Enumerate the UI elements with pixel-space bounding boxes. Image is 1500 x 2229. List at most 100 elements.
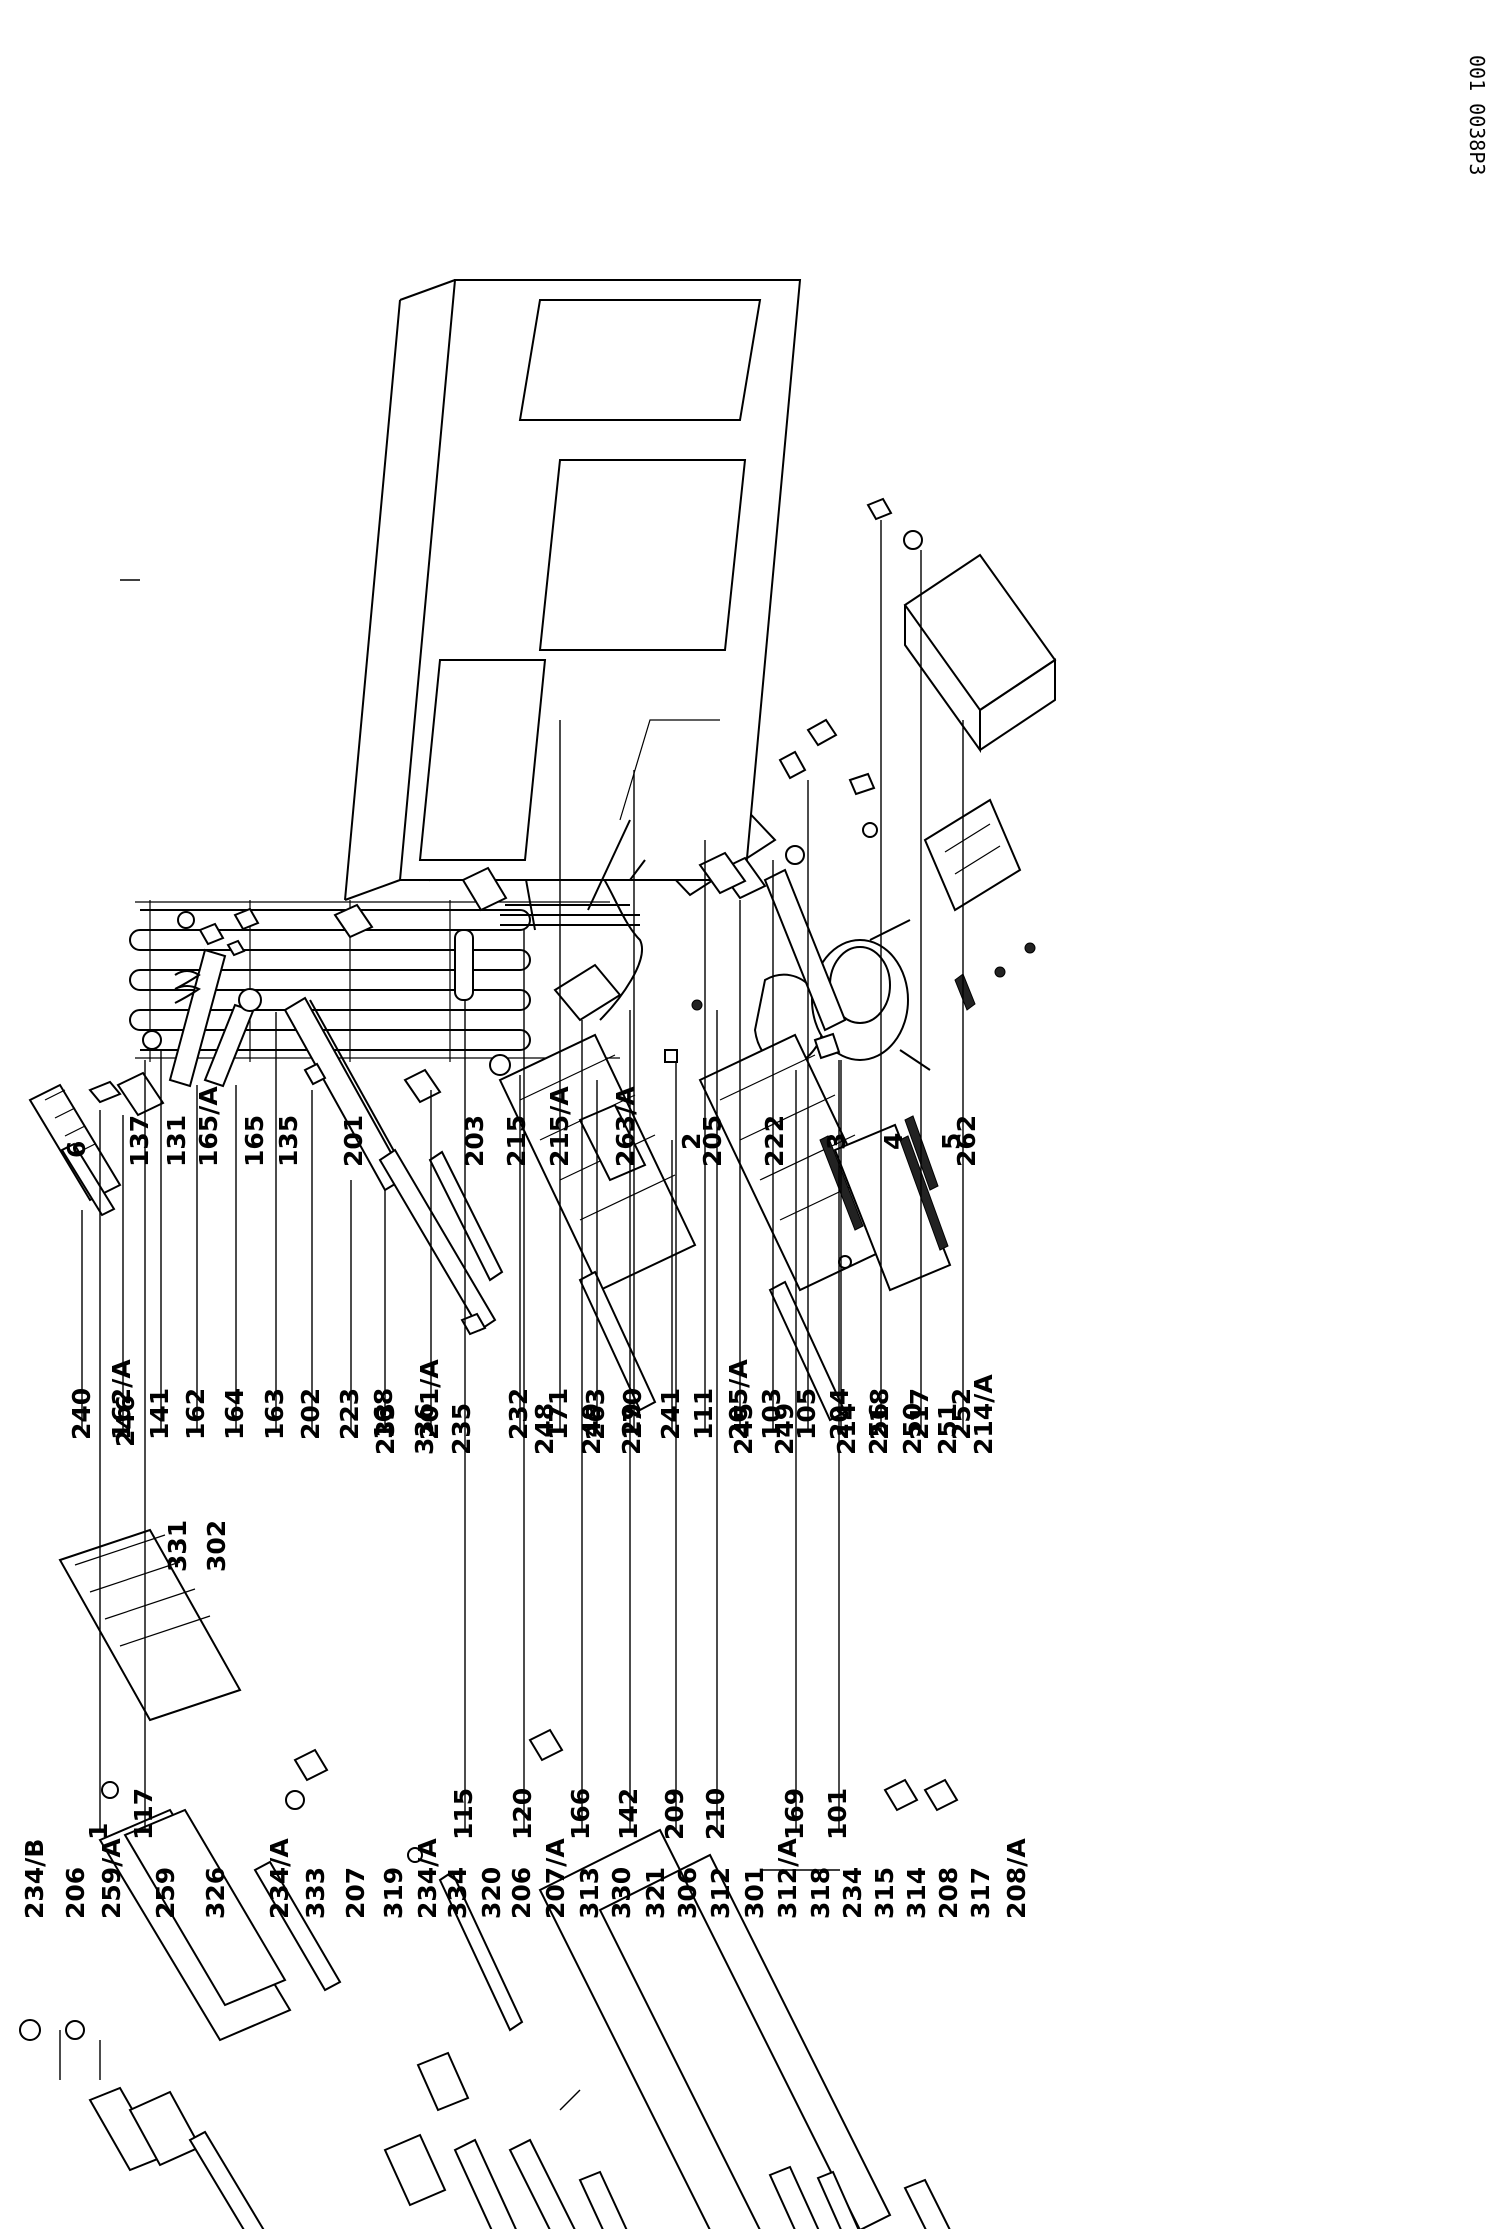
grid-229 <box>578 1103 647 1182</box>
part-263-A <box>629 859 646 881</box>
callout-c081: 207/A <box>541 1838 570 1919</box>
strip-333 <box>253 1860 342 1992</box>
callout-c092: 314 <box>902 1867 931 1919</box>
callout-c042: 165 <box>240 1115 269 1167</box>
callout-leader-lines <box>81 520 964 1830</box>
cabinet-body <box>344 279 802 901</box>
callout-c037: 252 <box>947 1388 976 1440</box>
door-liner-302 <box>123 1808 287 2007</box>
callout-c086: 312 <box>706 1867 735 1919</box>
callout-c040: 131 <box>162 1115 191 1167</box>
callout-c053: 331 <box>163 1520 192 1572</box>
callout-c038: 6 <box>62 1141 91 1158</box>
callout-c054: 302 <box>202 1520 231 1572</box>
callout-c046: 215 <box>502 1115 531 1167</box>
strip-334 <box>438 1870 524 2032</box>
callout-c082: 313 <box>575 1867 604 1919</box>
callout-c079: 320 <box>477 1867 506 1919</box>
callout-c080: 206 <box>507 1867 536 1919</box>
part-5 <box>862 822 878 838</box>
callout-c095: 208/A <box>1002 1838 1031 1919</box>
callout-c063: 214 <box>832 1403 861 1455</box>
callout-c061: 245 <box>729 1403 758 1455</box>
callout-c015: 164 <box>220 1388 249 1440</box>
callout-c090: 234 <box>838 1867 867 1919</box>
callout-c057: 235 <box>447 1403 476 1455</box>
callout-c033: 4 <box>879 1133 908 1150</box>
door-shelves-upper <box>88 2086 265 2229</box>
strip-222 <box>763 868 847 1032</box>
door-shelf-321-306 <box>578 2170 628 2229</box>
callout-c066: 251 <box>933 1403 962 1455</box>
callout-c064: 256 <box>864 1403 893 1455</box>
callout-c039: 137 <box>125 1115 154 1167</box>
part-234-A-b <box>407 1847 423 1863</box>
callout-c091: 315 <box>870 1867 899 1919</box>
part-232 <box>489 1054 511 1076</box>
clip-part-1 <box>88 1080 122 1104</box>
callout-c083: 330 <box>607 1867 636 1919</box>
callout-c004: 120 <box>508 1788 537 1840</box>
ice-tray-240 <box>28 1083 122 1202</box>
callout-c074: 333 <box>301 1867 330 1919</box>
part-204 <box>813 1032 841 1060</box>
callout-c031: 3 <box>822 1133 851 1150</box>
callout-labels: 1 117 115 120 166 142 209 210 169 101 24… <box>20 1086 1031 1919</box>
callout-c093: 208 <box>934 1867 963 1919</box>
callout-c072: 326 <box>201 1867 230 1919</box>
hinge-201-A <box>403 1068 442 1104</box>
callout-c094: 317 <box>966 1867 995 1919</box>
callout-c012: 162/A <box>107 1359 136 1440</box>
callout-c078: 334 <box>443 1867 472 1919</box>
callout-c029: 103 <box>757 1388 786 1440</box>
part-141 <box>142 1030 162 1050</box>
part-103-105 <box>778 750 807 865</box>
callout-c076: 319 <box>379 1867 408 1919</box>
callout-c035: 5 <box>937 1133 966 1150</box>
part-3 <box>806 718 838 747</box>
callout-c067: 214/A <box>969 1374 998 1455</box>
part-235 <box>460 1312 487 1336</box>
callout-c089: 318 <box>806 1867 835 1919</box>
callout-c049: 205 <box>698 1115 727 1167</box>
shelf-trim-249-a <box>578 1270 657 1412</box>
part-218 <box>866 497 893 521</box>
callout-c070: 259/A <box>97 1838 126 1919</box>
callout-c016: 163 <box>260 1388 289 1440</box>
small-part-210 <box>691 999 703 1011</box>
callout-c071: 259 <box>151 1867 180 1919</box>
part-135 <box>226 939 246 957</box>
callout-c048: 263/A <box>611 1086 640 1167</box>
callout-c026: 111 <box>689 1388 718 1440</box>
strip-233 <box>378 1148 497 1332</box>
door-shelf-313 <box>508 2138 576 2229</box>
callout-c008: 210 <box>701 1788 730 1840</box>
callout-c085: 306 <box>673 1867 702 1919</box>
cover-plate-166 <box>553 963 622 1022</box>
callout-c065: 250 <box>898 1403 927 1455</box>
leader-lines <box>59 579 840 2111</box>
callout-c060: 229 <box>617 1403 646 1455</box>
callout-c051: 262 <box>952 1115 981 1167</box>
base-plate <box>923 798 1022 912</box>
callout-c019: 168 <box>369 1388 398 1440</box>
callout-c027: 2 <box>677 1133 706 1150</box>
hinge-208 <box>883 1778 919 1812</box>
door-shelf-320 <box>453 2138 517 2229</box>
callout-c005: 166 <box>566 1788 595 1840</box>
knob-163 <box>238 988 262 1012</box>
callout-c021: 232 <box>504 1388 533 1440</box>
callout-c003: 115 <box>449 1788 478 1840</box>
callout-c014: 162 <box>181 1388 210 1440</box>
callout-c062: 249 <box>770 1403 799 1455</box>
callout-c058: 248 <box>530 1403 559 1455</box>
callout-c073: 234/A <box>265 1838 294 1919</box>
callout-c043: 135 <box>274 1115 303 1167</box>
callout-c030: 105 <box>792 1388 821 1440</box>
egg-trays-319 <box>383 2051 470 2207</box>
hinge-201 <box>333 903 374 939</box>
part-162-A <box>116 1071 165 1117</box>
part-202 <box>303 1062 327 1086</box>
shelf-strip-241 <box>587 819 631 911</box>
callout-c013: 141 <box>145 1388 174 1440</box>
